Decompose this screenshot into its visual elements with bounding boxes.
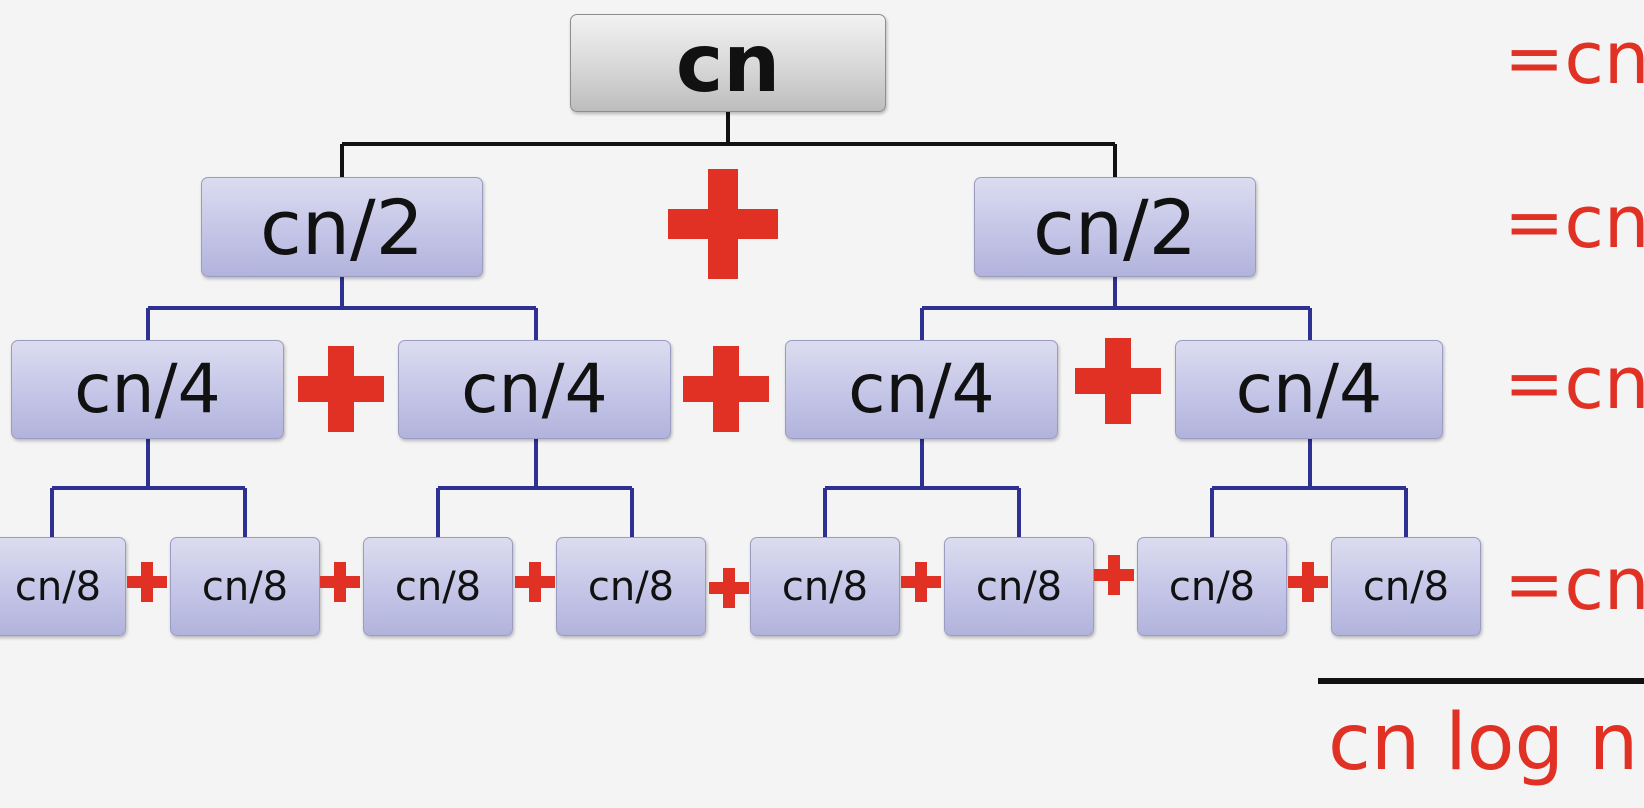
level3-node-8: cn/8 bbox=[1331, 537, 1481, 636]
plus-icon-level3-4 bbox=[709, 568, 749, 608]
level3-node-1: cn/8 bbox=[0, 537, 126, 636]
root-node: cn bbox=[570, 14, 886, 112]
level3-node-3: cn/8 bbox=[363, 537, 513, 636]
plus-icon-level3-5 bbox=[901, 562, 941, 602]
level3-node-5: cn/8 bbox=[750, 537, 900, 636]
plus-icon-level3-3 bbox=[515, 562, 555, 602]
level-sum-0: =cn bbox=[1504, 16, 1644, 100]
level2-node-4: cn/4 bbox=[1175, 340, 1443, 439]
level3-node-6: cn/8 bbox=[944, 537, 1094, 636]
plus-icon-level1 bbox=[668, 169, 778, 279]
level-sum-1: =cn bbox=[1504, 180, 1644, 264]
total-sum: cn log n bbox=[1328, 698, 1639, 788]
level2-node-2: cn/4 bbox=[398, 340, 671, 439]
level1-node-left: cn/2 bbox=[201, 177, 483, 277]
level3-node-7: cn/8 bbox=[1137, 537, 1287, 636]
plus-icon-level2-1 bbox=[298, 346, 384, 432]
plus-icon-level3-1 bbox=[127, 562, 167, 602]
level3-node-2: cn/8 bbox=[170, 537, 320, 636]
plus-icon-level3-7 bbox=[1288, 562, 1328, 602]
level2-node-3: cn/4 bbox=[785, 340, 1058, 439]
plus-icon-level2-3 bbox=[1075, 338, 1161, 424]
level1-node-right: cn/2 bbox=[974, 177, 1256, 277]
level-sum-3: =cn bbox=[1504, 542, 1644, 626]
level3-node-4: cn/8 bbox=[556, 537, 706, 636]
plus-icon-level3-2 bbox=[320, 562, 360, 602]
plus-icon-level2-2 bbox=[683, 346, 769, 432]
plus-icon-level3-6 bbox=[1094, 555, 1134, 595]
level-sum-2: =cn bbox=[1504, 341, 1644, 425]
total-rule bbox=[1318, 678, 1644, 684]
level2-node-1: cn/4 bbox=[11, 340, 284, 439]
